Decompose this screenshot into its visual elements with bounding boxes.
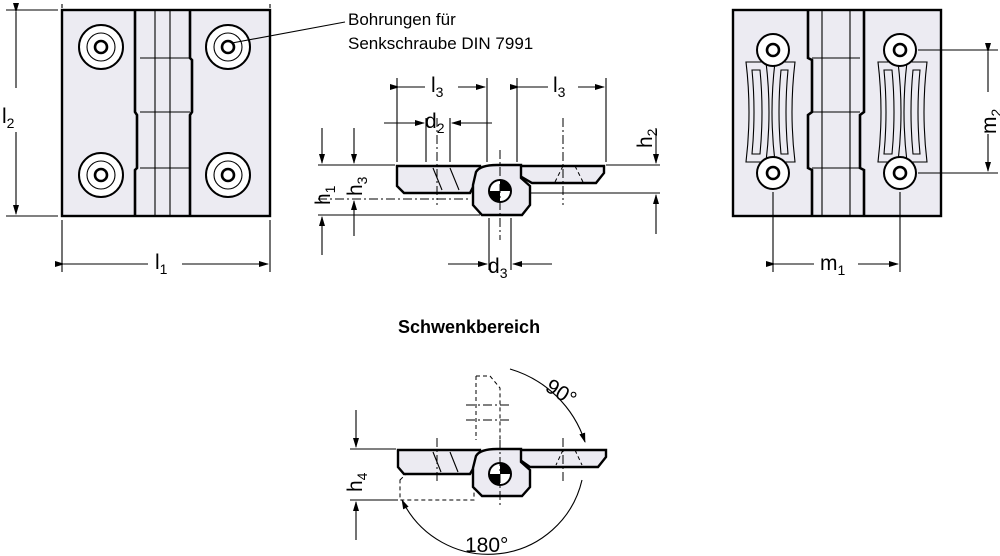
rear-knuckle-right-edge	[858, 10, 866, 216]
through-hole	[756, 33, 790, 67]
note-line-2: Senkschraube DIN 7991	[348, 34, 533, 53]
dim-d3-label: d3	[488, 255, 508, 281]
dim-l1-label: l1	[155, 251, 168, 277]
angle-90-label: 90°	[541, 375, 580, 411]
countersunk-hole	[78, 24, 124, 70]
countersunk-hole	[78, 152, 124, 198]
rear-view: m2 m1	[731, 8, 1000, 278]
swing-title: Schwenkbereich	[398, 317, 540, 337]
dim-l2-label: l2	[2, 105, 15, 131]
knuckle-right-edge	[188, 10, 194, 216]
leaf-90-ghost	[476, 375, 501, 440]
arc-90	[509, 368, 586, 443]
knuckle-left-edge	[133, 10, 139, 216]
swing-range-view: Schwenkbereich 90° 180° h4	[344, 317, 608, 556]
front-view: l2 l1	[2, 3, 346, 277]
through-hole	[756, 156, 790, 190]
dim-d2-label: d2	[425, 110, 445, 136]
dim-h4-label: h4	[344, 472, 370, 492]
dim-h1-label: h1	[312, 185, 338, 205]
swing-leaf-left	[396, 448, 482, 476]
dim-l3-right-label: l3	[553, 74, 566, 100]
leaf-left	[395, 164, 482, 195]
arc-180	[401, 479, 583, 555]
dim-h2-label: h2	[634, 128, 660, 148]
through-hole	[883, 156, 917, 190]
angle-180-label: 180°	[465, 534, 508, 556]
rear-knuckle-left-edge	[806, 10, 814, 216]
countersunk-hole	[205, 24, 251, 70]
note-line-1: Bohrungen für	[348, 10, 456, 29]
side-view: l3 l3 d2 d3 h1 h3 h2	[312, 74, 660, 281]
countersunk-hole	[205, 152, 251, 198]
dim-l3-left-label: l3	[431, 74, 444, 100]
dim-h3-label: h3	[344, 176, 370, 196]
dim-m1-label: m1	[820, 252, 846, 278]
note-leader	[231, 21, 346, 44]
dim-m2-label: m2	[978, 109, 1000, 135]
through-hole	[883, 33, 917, 67]
